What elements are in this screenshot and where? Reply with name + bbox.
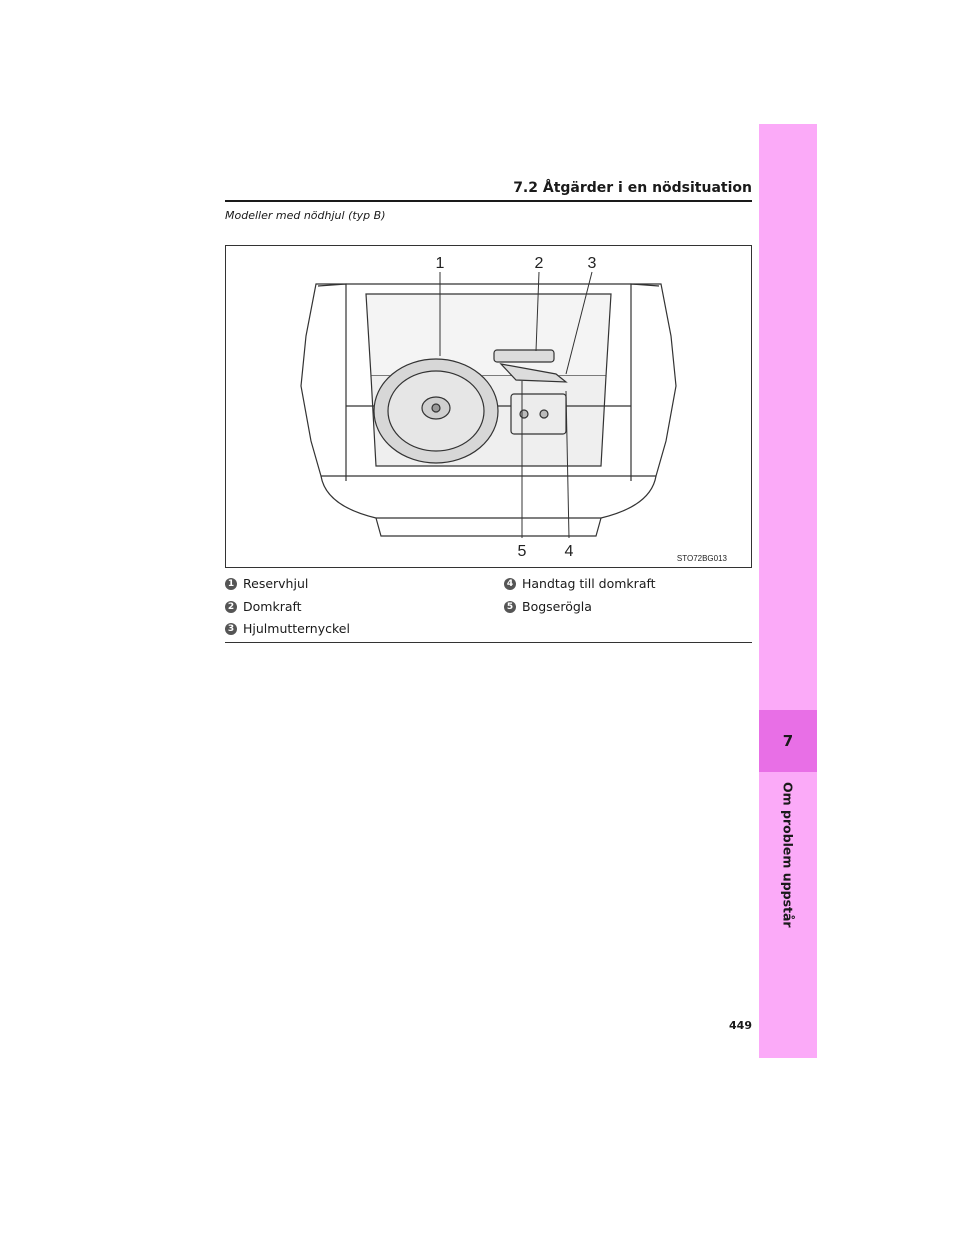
legend-label: Hjulmutternyckel: [243, 621, 350, 636]
legend-item: 3 Hjulmutternyckel: [225, 621, 350, 636]
chapter-side-tab: 7 Om problem uppstår: [759, 124, 817, 1058]
callout-1: 1: [436, 255, 445, 272]
legend-item: 1 Reservhjul: [225, 576, 308, 591]
page-number: 449: [729, 1019, 752, 1032]
legend-label: Domkraft: [243, 599, 302, 614]
trunk-illustration: 1 2 3 4 5: [300, 255, 677, 560]
figure-subtitle: Modeller med nödhjul (typ B): [225, 209, 386, 222]
legend-number-badge: 1: [225, 577, 237, 590]
callout-2: 2: [535, 255, 544, 272]
legend-item: 5 Bogserögla: [504, 599, 592, 614]
callout-4: 4: [565, 543, 574, 560]
section-header: 7.2 Åtgärder i en nödsituation: [225, 178, 752, 202]
spare-wheel-figure: 1 2 3 4 5 STO72BG013: [225, 245, 752, 568]
legend-number-badge: 2: [225, 600, 237, 613]
legend-number-badge: 4: [504, 577, 516, 590]
legend-label: Reservhjul: [243, 576, 309, 591]
legend-label: Bogserögla: [522, 599, 592, 614]
legend-number-badge: 5: [504, 600, 516, 613]
legend-item: 4 Handtag till domkraft: [504, 576, 656, 591]
section-title: 7.2 Åtgärder i en nödsituation: [513, 180, 752, 196]
callout-5: 5: [518, 543, 527, 560]
chapter-title: Om problem uppstår: [780, 782, 796, 928]
callout-3: 3: [588, 255, 597, 272]
legend-item: 2 Domkraft: [225, 599, 302, 614]
chapter-number: 7: [759, 710, 817, 772]
legend-number-badge: 3: [225, 622, 237, 635]
figure-legend: 1 Reservhjul 2 Domkraft 3 Hjulmutternyck…: [225, 570, 752, 643]
legend-label: Handtag till domkraft: [522, 576, 656, 591]
figure-code: STO72BG013: [676, 554, 727, 563]
